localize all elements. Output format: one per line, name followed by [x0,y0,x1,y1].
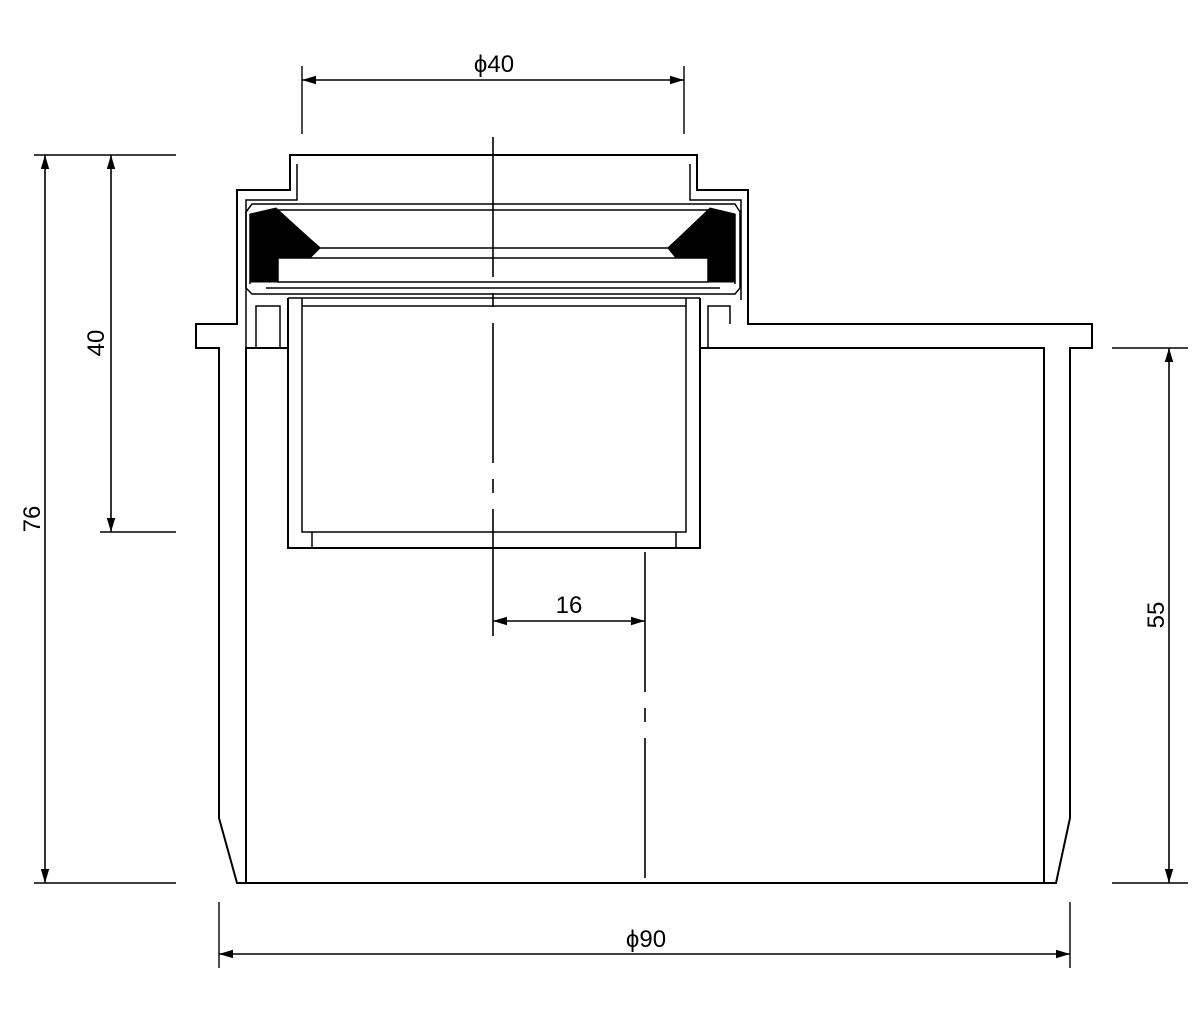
seal-right [667,207,736,283]
seal-lip-cone [275,209,711,249]
dim-bottom-diameter-label: ϕ90 [626,926,666,953]
rib-left [255,305,281,348]
dim-socket-height-label: 55 [1143,602,1170,629]
seal-left [249,207,321,283]
spigot-inner [301,298,687,533]
body-inner-wall [245,347,288,883]
dim-overall-height-label: 76 [19,506,46,533]
dim-inlet-depth-label: 40 [83,330,110,357]
dim-top-diameter-label: ϕ40 [474,51,514,78]
dim-offset-label: 16 [556,592,583,619]
upper-inner-right [689,164,742,300]
rib-right [707,305,731,348]
inlet-spigot [255,297,731,549]
body-inner-wall-right [701,347,1045,883]
seal-housing [245,203,741,295]
spigot-bottom-lip [311,532,677,548]
dimensions: ϕ40 76 40 16 55 ϕ90 [19,51,1188,968]
body-outer-outline [195,154,1093,884]
center-lines [492,137,646,888]
seal-ring [245,203,741,295]
spigot-outer [287,298,701,549]
reducer-body [195,154,1093,884]
